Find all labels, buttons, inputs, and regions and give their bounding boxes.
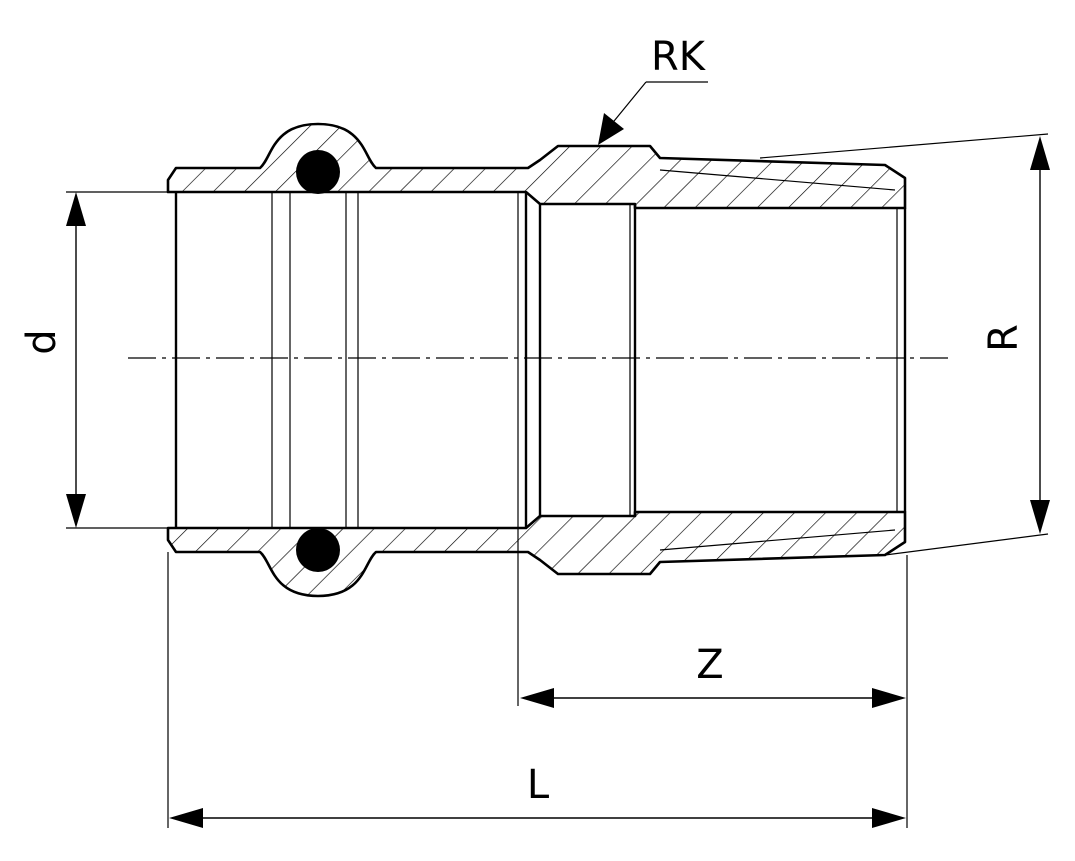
label-z: Z bbox=[696, 642, 723, 688]
extension-lines bbox=[66, 133, 1049, 828]
arrow-right-icon bbox=[872, 688, 906, 708]
arrow-right-icon bbox=[872, 808, 906, 828]
arrow-down-icon bbox=[1030, 500, 1050, 534]
o-ring-bottom bbox=[296, 528, 340, 572]
arrow-up-icon bbox=[1030, 136, 1050, 170]
label-r: R bbox=[981, 324, 1027, 352]
dimension-d bbox=[66, 192, 86, 528]
label-l: L bbox=[527, 762, 550, 808]
thread-taper-lines bbox=[659, 169, 896, 551]
arrow-up-icon bbox=[66, 192, 86, 226]
arrow-down-icon bbox=[66, 494, 86, 528]
dimension-z bbox=[520, 688, 906, 708]
label-d: d bbox=[19, 329, 65, 354]
o-ring-top bbox=[296, 150, 340, 194]
label-rk: RK bbox=[651, 34, 707, 80]
dimension-r bbox=[1030, 136, 1050, 534]
inner-bore-thin bbox=[271, 192, 898, 528]
arrow-left-icon bbox=[520, 688, 554, 708]
dimension-l bbox=[169, 808, 906, 828]
inner-bore bbox=[174, 192, 907, 528]
arrow-left-icon bbox=[169, 808, 203, 828]
lower-wall-section bbox=[166, 510, 907, 598]
arrow-pointer-icon bbox=[598, 113, 624, 145]
leader-rk bbox=[598, 81, 708, 145]
upper-wall-section bbox=[166, 122, 907, 210]
